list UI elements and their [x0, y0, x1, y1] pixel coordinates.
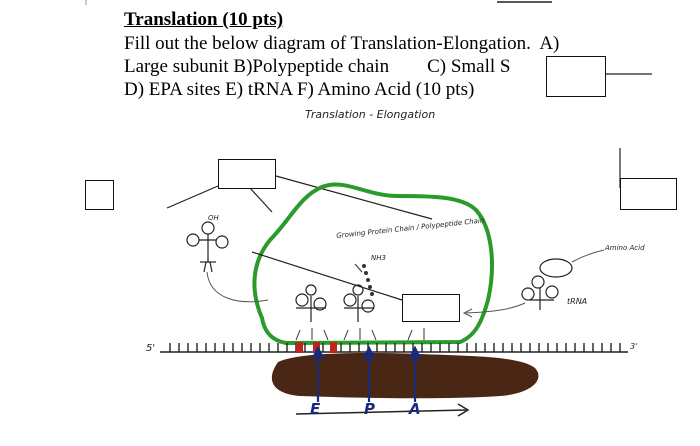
trna-left-arrow [206, 271, 269, 303]
trna-right [521, 258, 573, 310]
small-subunit [271, 352, 539, 399]
epa-arrows [311, 345, 422, 402]
leader-line-b [249, 187, 273, 213]
trna-middle-2 [343, 284, 375, 322]
trna-label: tRNA [567, 297, 588, 306]
site-e-label: E [310, 400, 321, 418]
question-title: Translation (10 pts) [124, 9, 284, 30]
large-subunit [252, 182, 494, 346]
question-line-3: D) EPA sites E) tRNA F) Amino Acid (10 p… [124, 79, 475, 100]
amino-acid-label: Amino Acid [605, 244, 645, 252]
question-line-1: Fill out the below diagram of Translatio… [124, 33, 560, 54]
site-p-label: P [364, 400, 375, 418]
trna-left [186, 221, 229, 273]
amino-acid-pointer [571, 249, 605, 263]
three-prime-label: 3' [630, 342, 638, 351]
handwritten-title: Translation - Elongation [305, 108, 436, 121]
trna-middle-1 [295, 284, 327, 322]
answer-box-3[interactable] [85, 180, 114, 210]
codon-marks [296, 342, 337, 353]
leader-line-c [275, 175, 433, 220]
chain-pointer [354, 263, 363, 273]
oh-label: OH [208, 214, 219, 222]
trna-right-arrow [465, 302, 526, 314]
five-prime-label: 5' [146, 343, 156, 354]
site-a-label: A [409, 400, 421, 418]
question-line-2: Large subunit B)Polypeptide chain C) Sma… [124, 56, 511, 77]
leader-line-a [166, 185, 219, 209]
answer-box-2[interactable] [218, 159, 276, 189]
question-block: Translation (10 pts) Fill out the below … [124, 8, 684, 101]
answer-box-4[interactable] [620, 178, 677, 210]
nh2-label: NH3 [371, 254, 386, 262]
answer-box-5[interactable] [402, 294, 460, 322]
anticodon-ticks [295, 328, 425, 341]
leader-line-inner [251, 251, 403, 301]
direction-arrow [295, 409, 467, 415]
polypeptide-dots [362, 264, 374, 296]
answer-box-1[interactable] [546, 56, 606, 97]
